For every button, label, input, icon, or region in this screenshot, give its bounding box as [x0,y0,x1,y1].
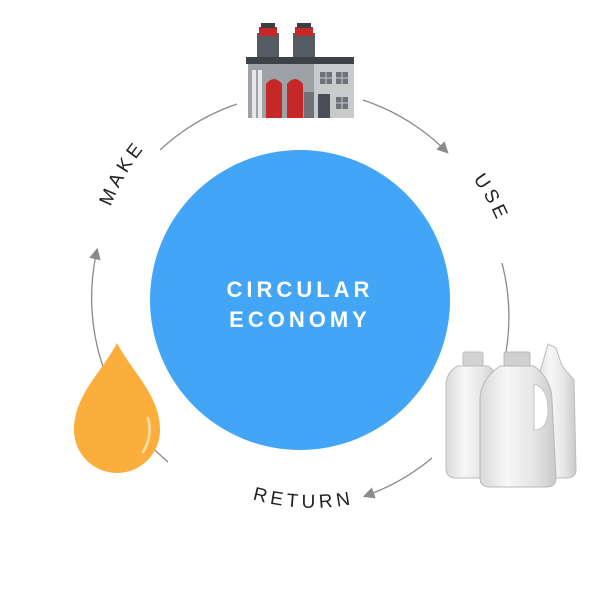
arc-segment-top-left [159,103,238,151]
label-make: MAKE [96,137,150,209]
label-use: USE [469,170,513,226]
plastic-bottles-icon [445,343,577,488]
arrow-make-to-use [362,99,449,154]
arrow-use-to-return [362,457,433,499]
factory-icon [246,23,354,118]
center-circle [150,150,450,450]
label-return: RETURN [251,484,355,513]
arc-segment-right [501,262,510,353]
oil-drop-icon [74,343,160,473]
center-title-line2: ECONOMY [229,307,371,332]
center-title-line1: CIRCULAR [227,277,374,302]
